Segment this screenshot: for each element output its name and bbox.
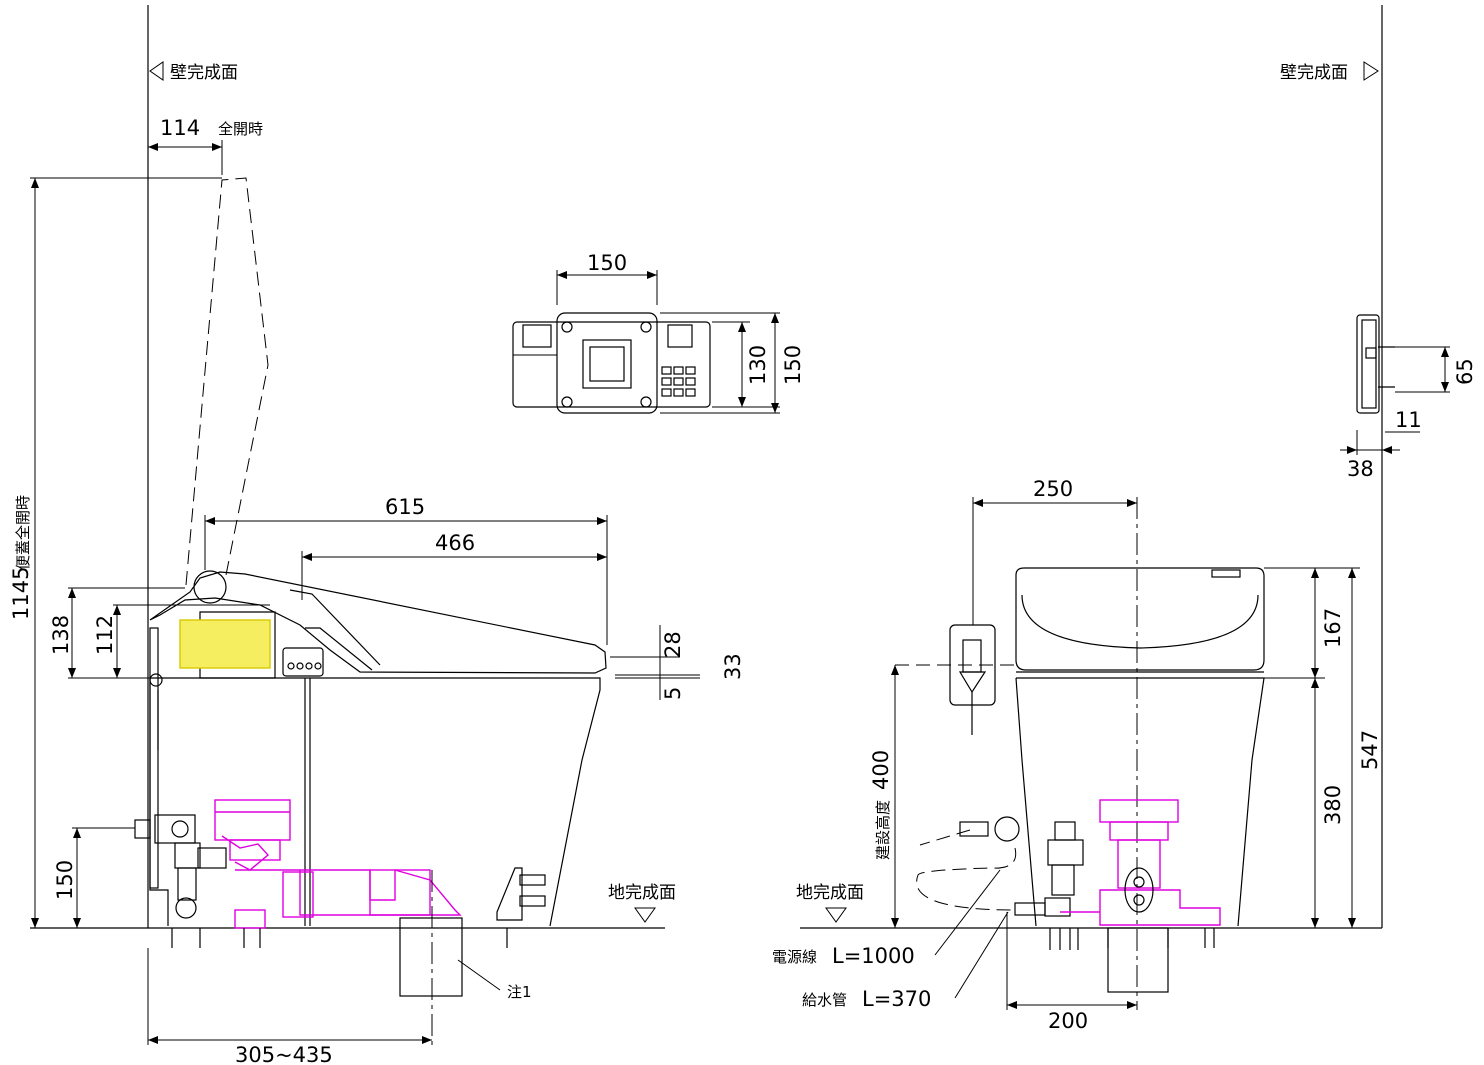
water-pipe-label: 給水管: [802, 991, 847, 1009]
wall-marker-right-icon: [1363, 61, 1379, 81]
heater-pad: [179, 619, 271, 669]
dim-11: 11: [1395, 408, 1422, 432]
wall-label-left: 壁完成面: [170, 63, 238, 83]
dim-615: 615: [385, 495, 425, 519]
dim-167: 167: [1321, 608, 1345, 648]
floor-anchors-front: [1049, 928, 1215, 950]
floor-label-left: 地完成面: [608, 883, 676, 903]
dim-28: 28: [661, 631, 685, 658]
power-cord-length: L=1000: [832, 944, 915, 968]
dim-138: 138: [49, 615, 73, 655]
dim-112: 112: [93, 615, 117, 655]
dim-250: 250: [1033, 477, 1073, 501]
front-view: 壁完成面 65 11 38 250: [772, 5, 1477, 1033]
dim-380: 380: [1321, 785, 1345, 825]
dim-5: 5: [661, 687, 685, 700]
dim-33: 33: [721, 653, 745, 680]
floor-marker-right-icon: [825, 907, 847, 923]
floor-marker-left-icon: [634, 907, 656, 923]
remote-control-view: 150 130 150: [512, 251, 805, 414]
remote-keypad: [661, 366, 696, 397]
wall-label-right: 壁完成面: [1280, 63, 1348, 83]
dim-305-435: 305~435: [235, 1043, 333, 1065]
seat-lid-open-label: 便蓋全開時: [14, 495, 32, 570]
power-cord-label: 電源線: [772, 948, 817, 966]
dim-114: 114: [160, 116, 200, 140]
supply-fittings-side: [214, 799, 462, 929]
dim-400: 400: [869, 750, 893, 790]
open-full-label: 全開時: [218, 120, 263, 138]
dim-130-remote: 130: [746, 345, 770, 385]
wall-marker-left-icon: [149, 61, 164, 81]
dim-65: 65: [1453, 358, 1477, 385]
dim-150-floor: 150: [53, 860, 77, 900]
floor-anchors-side: [171, 928, 508, 948]
toilet-side-body: [149, 570, 607, 927]
open-lid-outline: [185, 177, 269, 586]
side-panel-buttons: [282, 647, 324, 677]
dim-150-remote-height: 150: [781, 345, 805, 385]
remote-center-pad: [556, 312, 658, 414]
dim-38: 38: [1347, 457, 1374, 481]
water-pipe-length: L=370: [862, 987, 931, 1011]
note-1: 注1: [507, 983, 532, 1001]
dim-200: 200: [1048, 1009, 1088, 1033]
side-view: 壁完成面 114 全開時 1145 便蓋全開時 138 112: [9, 5, 745, 1065]
install-height-label: 建設高度: [874, 800, 892, 860]
dim-547: 547: [1358, 730, 1382, 770]
dim-150-remote-width: 150: [587, 251, 627, 275]
drain-box: [399, 917, 463, 997]
drain-box-front: [1107, 927, 1169, 993]
dim-1145: 1145: [9, 567, 33, 620]
dim-466: 466: [435, 531, 475, 555]
remote-side-profile: [1356, 314, 1380, 414]
toilet-front-body: [1015, 567, 1265, 927]
floor-label-right: 地完成面: [796, 883, 864, 903]
supply-fittings-front: [1060, 799, 1221, 926]
remote-body: [512, 321, 711, 408]
